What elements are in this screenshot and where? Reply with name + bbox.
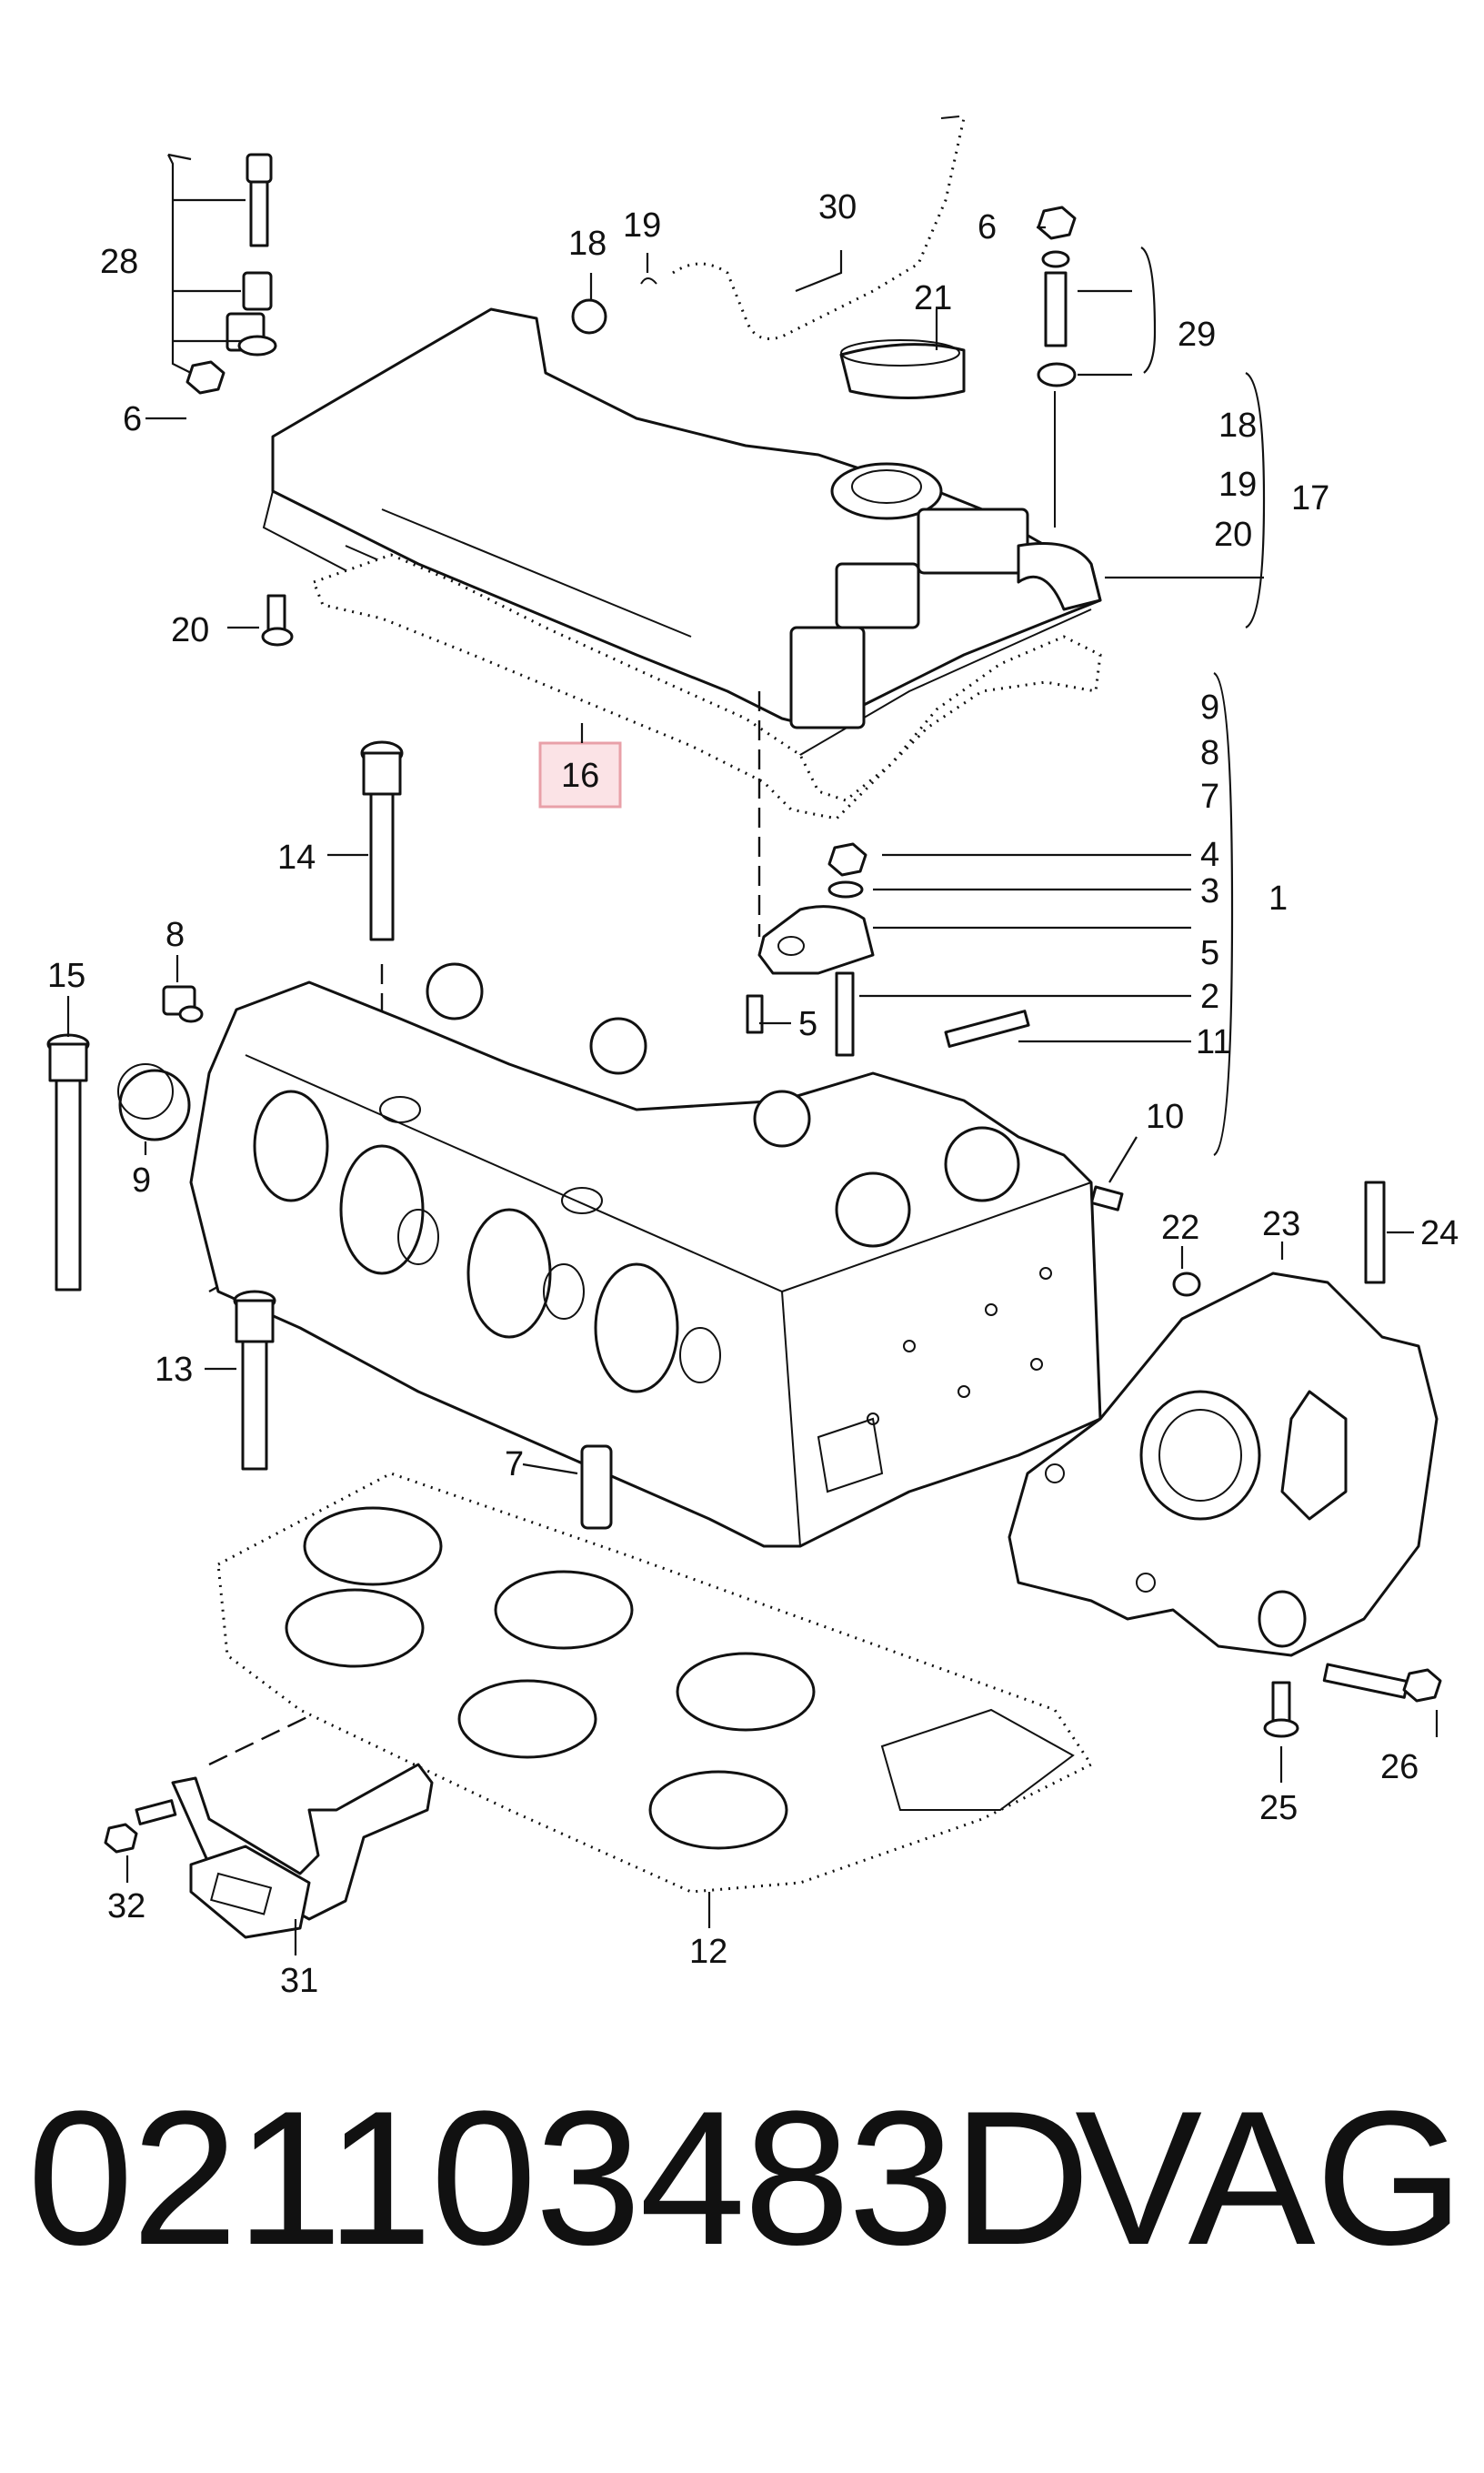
callout-20-right: 20 [1214,516,1252,554]
bolt-15 [46,1033,90,1292]
callout-1: 1 [1268,880,1288,918]
guide-7 [580,1444,613,1530]
callout-24: 24 [1420,1214,1459,1252]
callout-5-right: 5 [1200,934,1219,972]
callout-19-right: 19 [1218,466,1257,504]
callout-17: 17 [1291,479,1329,518]
oil-filler-cap [839,339,966,399]
callout-15: 15 [47,957,85,995]
breather-hose [672,117,966,340]
callout-31: 31 [280,1962,318,2000]
callout-2: 2 [1200,978,1219,1016]
callout-19-top: 19 [623,206,661,245]
callout-30: 30 [818,188,857,226]
part-16-highlight [538,741,622,809]
bolt-32 [104,1799,177,1854]
bolt-26 [1322,1663,1442,1703]
bolt-25 [1263,1681,1299,1738]
bolt-20 [261,594,294,647]
callout-14: 14 [277,839,316,877]
callout-18-top: 18 [568,225,607,263]
callout-16: 16 [561,757,599,795]
part-number: 021103483D [27,2071,1090,2285]
callout-11: 11 [1196,1023,1231,1061]
ring [640,277,657,285]
clip [571,298,607,335]
timing-cover [1008,1272,1439,1657]
callout-7-left: 7 [505,1445,524,1483]
callout-4: 4 [1200,836,1219,874]
callout-28: 28 [100,243,138,281]
valve-cover-gasket [312,553,1102,820]
callout-13: 13 [155,1351,193,1389]
brand-label: VAG [1075,2071,1464,2285]
callout-6-left: 6 [123,400,142,438]
callout-25: 25 [1259,1789,1298,1827]
callout-22: 22 [1161,1209,1199,1247]
head-gasket [216,1472,1094,1894]
callout-29: 29 [1178,316,1216,354]
valve-cover [226,307,1102,756]
bracket [171,1763,434,1939]
callout-7-right: 7 [1200,778,1219,816]
callout-20-left: 20 [171,611,209,649]
bearing-cap [746,842,1124,1211]
callout-8-left: 8 [165,916,185,954]
cap-9 [117,1063,191,1141]
stud-29-group [1037,206,1077,528]
plug-8 [162,985,204,1023]
bolt-28-group [186,153,277,395]
callout-21: 21 [914,279,952,317]
callout-numbers: 28 6 18 19 30 6 21 29 18 19 20 17 20 16 … [47,188,1459,2000]
callout-12: 12 [689,1933,727,1971]
cylinder-head [189,962,1102,1548]
seal-22 [1172,1272,1201,1297]
callout-9-left: 9 [132,1161,151,1200]
callout-10: 10 [1146,1098,1184,1136]
stud-24 [1364,1181,1386,1284]
callout-8-right: 8 [1200,734,1219,772]
callout-23: 23 [1262,1205,1300,1243]
footer: 021103483D VAG [27,2083,1464,2356]
callout-32: 32 [107,1887,145,1925]
callout-9-right: 9 [1200,689,1219,727]
callout-6-right: 6 [978,208,997,246]
callout-3: 3 [1200,872,1219,910]
head-bolt-14 [360,740,404,941]
bolt-13 [233,1290,276,1471]
callout-26: 26 [1380,1748,1419,1786]
leader-lines [66,153,1439,1955]
callout-18-right: 18 [1218,407,1257,445]
callout-5-mid: 5 [798,1005,817,1043]
